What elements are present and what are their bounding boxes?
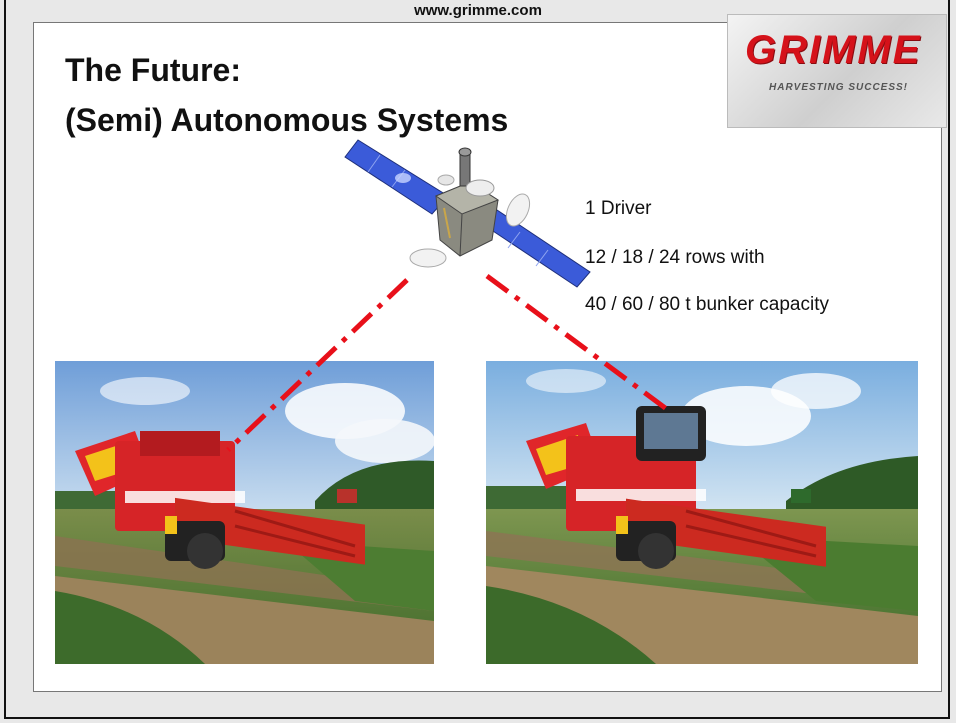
- info-rows: 12 / 18 / 24 rows with: [585, 247, 765, 268]
- logo-tagline: HARVESTING SUCCESS!: [769, 82, 909, 93]
- link-line-right: [485, 273, 670, 413]
- satellite-dish: [465, 179, 495, 197]
- harvester-photo-right: [486, 361, 918, 664]
- info-driver: 1 Driver: [585, 198, 652, 219]
- link-line-left: [226, 278, 409, 452]
- info-bunker: 40 / 60 / 80 t bunker capacity: [585, 294, 829, 315]
- slide-title-line1: The Future:: [65, 52, 241, 88]
- harvester-photo-left: [55, 361, 434, 664]
- satellite-dish: [409, 248, 447, 268]
- website-url[interactable]: www.grimme.com: [414, 2, 542, 19]
- logo-wordmark: GRIMME: [745, 28, 922, 72]
- satellite-dish: [505, 193, 531, 227]
- grimme-logo: GRIMME HARVESTING SUCCESS!: [727, 14, 947, 128]
- slide-title-line2: (Semi) Autonomous Systems: [65, 102, 509, 138]
